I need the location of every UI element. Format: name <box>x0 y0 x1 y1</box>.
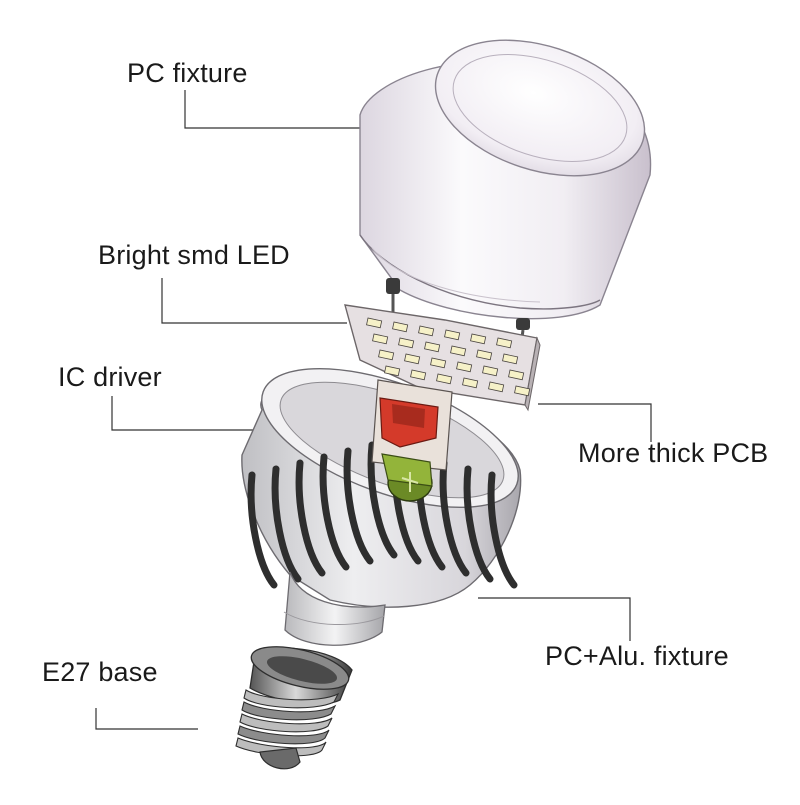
leader-line-thick-pcb <box>538 403 652 442</box>
led-chip <box>488 381 505 393</box>
led-chip <box>366 317 383 329</box>
led-chip <box>410 369 427 381</box>
led-chip <box>444 329 461 341</box>
leader-lines <box>95 90 652 730</box>
label-e27-base: E27 base <box>42 657 158 687</box>
led-chip <box>372 333 389 345</box>
leader-line-e27 <box>95 708 198 730</box>
cooling-fin <box>439 459 470 577</box>
label-pc-fixture: PC fixture <box>127 58 248 88</box>
base-thread <box>241 701 337 721</box>
led-chip <box>450 345 467 357</box>
base-thread <box>239 713 333 733</box>
led-chip <box>404 353 421 365</box>
e27-base-part <box>235 646 353 770</box>
cooling-fin <box>367 441 398 559</box>
led-chip <box>456 361 473 373</box>
base-threads <box>235 689 340 757</box>
leader-line-pc-fixture <box>184 90 392 129</box>
pc-alu-fixture-part <box>241 367 522 646</box>
capacitor-body <box>381 453 433 487</box>
label-bright-smd-led: Bright smd LED <box>98 240 290 270</box>
led-chip <box>378 349 395 361</box>
led-chip <box>470 333 487 345</box>
cooling-fin <box>343 447 374 565</box>
base-thread <box>235 737 327 757</box>
base-thread <box>243 689 340 709</box>
cooling-fin <box>271 465 302 583</box>
cooling-fin <box>319 453 350 571</box>
led-pcb-part <box>344 304 541 412</box>
led-chip <box>384 365 401 377</box>
label-pc-alu-fixture: PC+Alu. fixture <box>545 641 729 671</box>
led-chip <box>430 357 447 369</box>
base-tip <box>259 747 301 770</box>
cooling-fin <box>295 459 326 577</box>
led-chip-grid <box>366 317 531 397</box>
led-chip <box>424 341 441 353</box>
cooling-fin <box>487 471 518 589</box>
cooling-fin <box>463 465 494 583</box>
led-chip <box>392 321 409 333</box>
led-chip <box>398 337 415 349</box>
led-chip <box>496 337 513 349</box>
led-chip <box>418 325 435 337</box>
led-chip <box>502 353 519 365</box>
ic-driver-part <box>371 379 453 502</box>
led-chip <box>476 349 493 361</box>
leader-line-pc-alu <box>478 597 631 641</box>
led-chip <box>514 385 531 397</box>
cooling-fins <box>247 441 518 589</box>
leader-line-smd-led <box>161 278 347 324</box>
led-chip <box>436 373 453 385</box>
led-chip <box>482 365 499 377</box>
led-chip <box>508 369 525 381</box>
base-thread <box>237 725 330 745</box>
pc-fixture-top <box>434 39 646 177</box>
label-more-thick-pcb: More thick PCB <box>578 438 769 468</box>
led-chip <box>462 377 479 389</box>
cooling-fin <box>247 471 278 589</box>
pc-fixture-part <box>359 39 652 320</box>
body-neck <box>284 571 386 646</box>
label-ic-driver: IC driver <box>58 362 162 392</box>
